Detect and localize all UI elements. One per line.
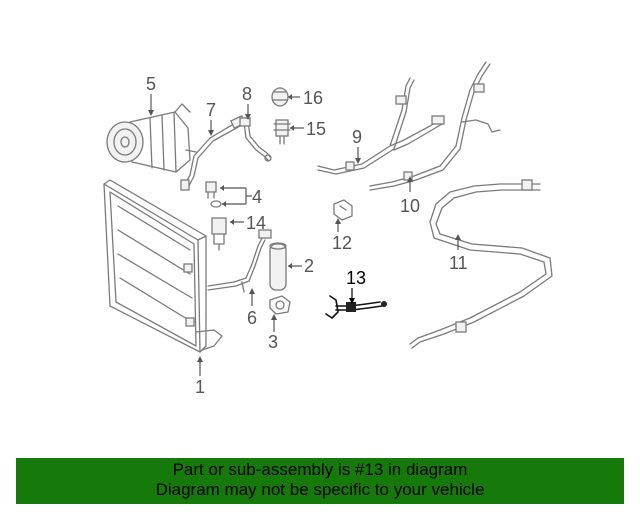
part-8-hose[interactable] [239, 117, 272, 162]
part-10-line[interactable] [369, 61, 501, 191]
callout-8: 8 [242, 84, 252, 104]
callout-12: 12 [332, 233, 352, 253]
callout-4: 4 [252, 187, 262, 207]
part-5-compressor[interactable] [106, 103, 197, 173]
callout-1: 1 [195, 377, 205, 397]
part-14-sensor[interactable] [211, 217, 227, 251]
part-7-hose[interactable] [180, 114, 246, 191]
callout-7: 7 [206, 100, 216, 120]
banner-line-2: Diagram may not be specific to your vehi… [155, 480, 485, 499]
callout-15: 15 [306, 119, 326, 139]
parts-diagram: 5 7 8 16 15 4 [103, 61, 553, 397]
part-15-valve[interactable] [273, 119, 291, 145]
part-4-switch[interactable] [205, 181, 222, 208]
part-11-line[interactable] [409, 179, 553, 349]
callout-14: 14 [246, 213, 266, 233]
callout-5: 5 [146, 74, 156, 94]
callout-3: 3 [268, 332, 278, 352]
part-6-line[interactable] [207, 229, 272, 293]
part-2-drier[interactable] [269, 242, 287, 291]
banner-line-1: Part or sub-assembly is #13 in diagram [172, 460, 468, 479]
part-13-sensor[interactable] [325, 295, 387, 319]
callout-13: 13 [346, 268, 366, 288]
callout-9: 9 [352, 127, 362, 147]
callout-6: 6 [247, 308, 257, 328]
callout-10: 10 [400, 196, 420, 216]
part-3-bracket[interactable] [269, 295, 291, 315]
part-9-line[interactable] [317, 77, 445, 175]
callout-11: 11 [449, 253, 468, 273]
part-1-condenser[interactable] [103, 179, 223, 353]
callout-2: 2 [304, 256, 314, 276]
info-banner: Part or sub-assembly is #13 in diagram D… [16, 458, 624, 504]
part-16-cap[interactable] [271, 87, 289, 107]
callout-16: 16 [303, 88, 323, 108]
part-12-clamp[interactable] [333, 199, 353, 221]
